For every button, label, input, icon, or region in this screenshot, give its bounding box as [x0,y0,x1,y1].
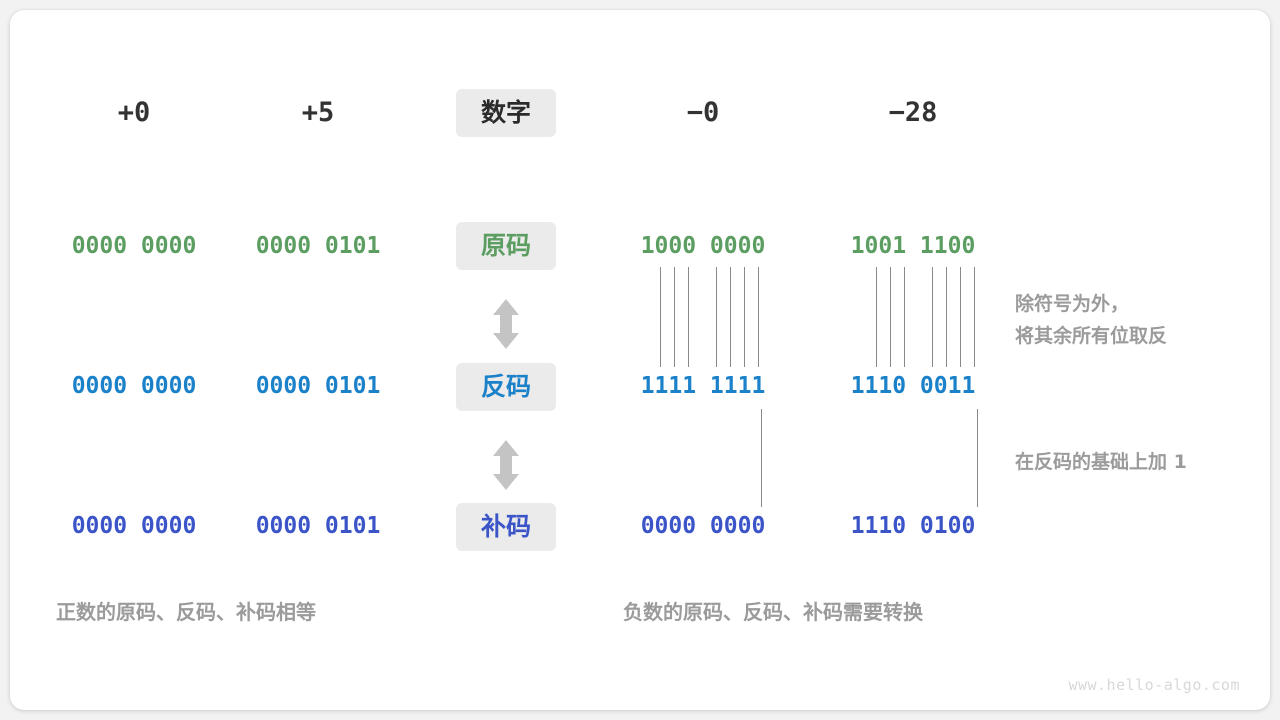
cell-ones-complement-pos-zero: 0000 0000 [71,373,197,399]
bit-connector [730,267,731,367]
cell-twos-complement-pos-zero: 0000 0000 [71,513,197,539]
bit-connector [974,267,975,367]
bit-connector [890,267,891,367]
cell-sign-magnitude-pos-five: 0000 0101 [255,233,381,259]
bit-connector [758,267,759,367]
column-header-pos-zero: +0 [117,97,151,128]
diagram-card: +0 +5 数字 −0 −28 0000 0000 0000 0101 原码 1… [10,10,1270,710]
column-header-neg-zero: −0 [686,97,720,128]
cell-sign-magnitude-neg-28: 1001 1100 [850,233,976,259]
row-label-ones-complement: 反码 [456,363,556,411]
bit-connector [960,267,961,367]
column-header-pos-five: +5 [301,97,335,128]
cell-sign-magnitude-neg-zero: 1000 0000 [640,233,766,259]
bit-connector [876,267,877,367]
row-label-sign-magnitude: 原码 [456,222,556,270]
carry-connector [761,409,762,507]
invert-bits-note: 除符号为外， 将其余所有位取反 [1015,293,1168,347]
negative-caption: 负数的原码、反码、补码需要转换 [623,600,923,624]
bit-connector [688,267,689,367]
bit-connector [904,267,905,367]
cell-ones-complement-pos-five: 0000 0101 [255,373,381,399]
positive-caption: 正数的原码、反码、补码相等 [56,600,316,624]
add-one-note: 在反码的基础上加 1 [1015,451,1187,473]
bit-connector [744,267,745,367]
bit-connector [716,267,717,367]
cell-twos-complement-neg-zero: 0000 0000 [640,513,766,539]
cell-twos-complement-neg-28: 1110 0100 [850,513,976,539]
bit-connector [674,267,675,367]
up-down-arrow-icon [491,438,521,492]
row-label-number: 数字 [456,89,556,137]
up-down-arrow-icon [491,297,521,351]
cell-ones-complement-neg-zero: 1111 1111 [640,373,766,399]
bit-connector [932,267,933,367]
cell-twos-complement-pos-five: 0000 0101 [255,513,381,539]
column-header-neg-28: −28 [888,97,938,128]
cell-ones-complement-neg-28: 1110 0011 [850,373,976,399]
bit-connector [946,267,947,367]
watermark: www.hello-algo.com [1068,676,1240,694]
row-label-twos-complement: 补码 [456,503,556,551]
bit-connector [660,267,661,367]
cell-sign-magnitude-pos-zero: 0000 0000 [71,233,197,259]
carry-connector [977,409,978,507]
